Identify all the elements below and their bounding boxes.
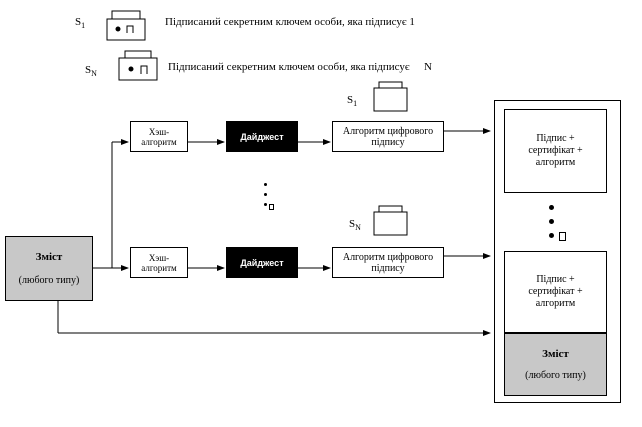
container-ellipsis-square xyxy=(559,232,566,241)
container-content-subtitle: (любого типу) xyxy=(525,370,586,381)
container-content-title: Зміст xyxy=(542,348,569,360)
content-title: Зміст xyxy=(35,251,63,263)
hash-algorithm-box-2: Хэш-алгоритм xyxy=(130,247,188,278)
content-box: Зміст (любого типу) xyxy=(5,236,93,301)
legend-suffix-2: N xyxy=(424,61,432,73)
padlock-icon-row-2 xyxy=(373,205,408,236)
digest-box-1: Дайджест xyxy=(226,121,298,152)
signature-algorithm-box-2: Алгоритм цифрового підпису xyxy=(332,247,444,278)
container-ellipsis-dot xyxy=(549,205,554,210)
legend-symbol-2: SN xyxy=(85,64,97,79)
signature-box-1: Підпис + сертифікат + алгоритм xyxy=(504,109,607,193)
ellipsis-square xyxy=(269,204,274,210)
ellipsis-dot xyxy=(264,183,267,186)
legend-symbol-1: S1 xyxy=(75,16,86,31)
content-subtitle: (любого типу) xyxy=(18,275,80,286)
container-ellipsis-dot xyxy=(549,219,554,224)
padlock-icon-legend-2 xyxy=(118,50,158,81)
ellipsis-dot xyxy=(264,193,267,196)
key-label-1: S1 xyxy=(347,94,358,109)
signature-algorithm-box-1: Алгоритм цифрового підпису xyxy=(332,121,444,152)
container-content-box: Зміст (любого типу) xyxy=(504,333,607,396)
padlock-icon-row-1 xyxy=(373,81,408,112)
digest-box-2: Дайджест xyxy=(226,247,298,278)
container-ellipsis-dot xyxy=(549,233,554,238)
key-label-2: SN xyxy=(349,218,361,233)
legend-label-1: Підписаний секретним ключем особи, яка п… xyxy=(165,16,415,28)
signature-box-2: Підпис + сертифікат + алгоритм xyxy=(504,251,607,333)
padlock-icon-legend-1 xyxy=(106,10,146,41)
ellipsis-dot xyxy=(264,203,267,206)
hash-algorithm-box-1: Хэш-алгоритм xyxy=(130,121,188,152)
legend-label-2: Підписаний секретним ключем особи, яка п… xyxy=(168,61,410,73)
